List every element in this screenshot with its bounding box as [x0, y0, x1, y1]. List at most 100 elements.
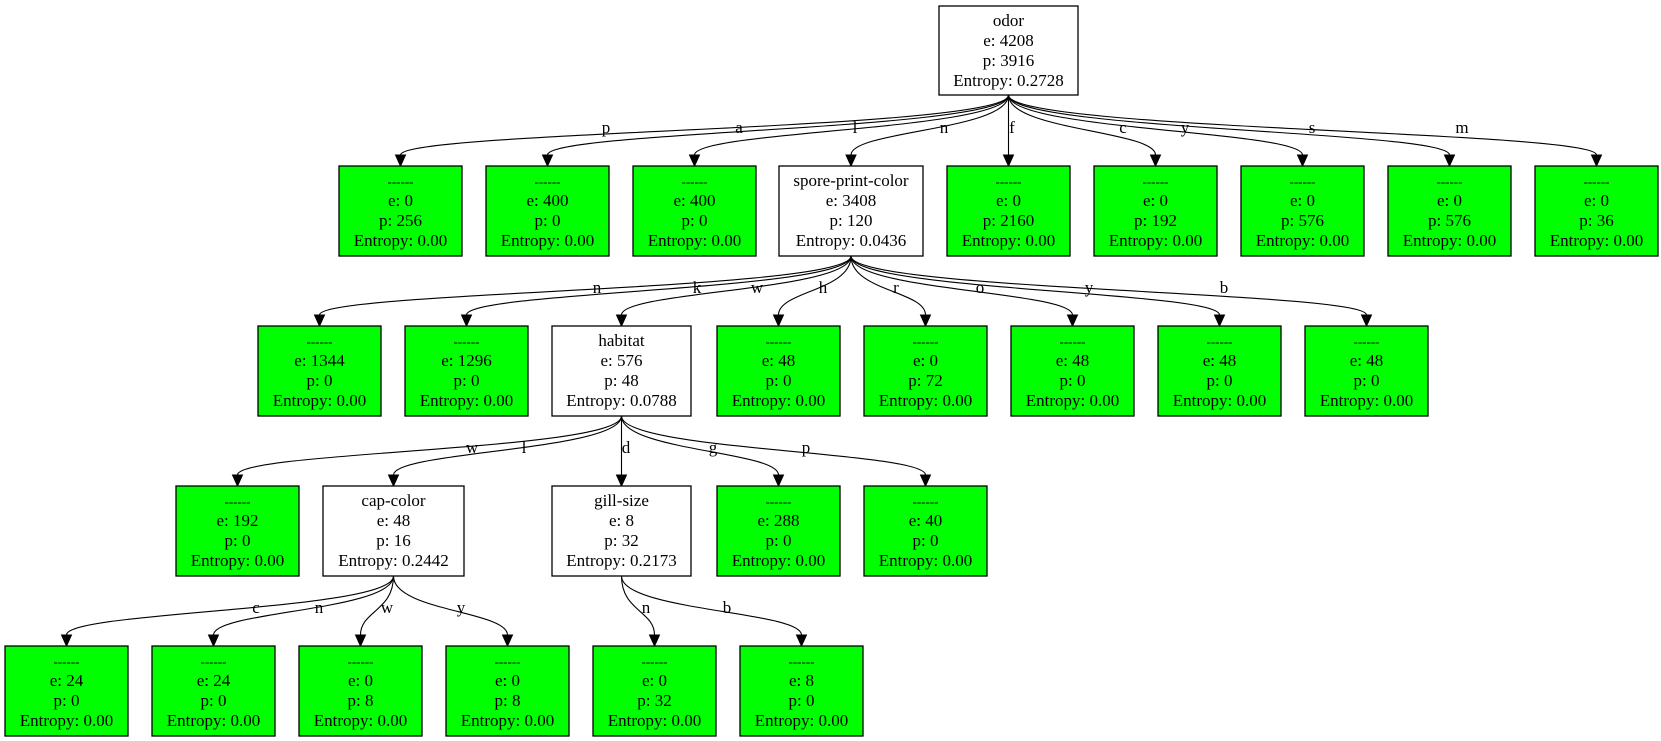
entropy-text: Entropy: 0.0436 [796, 231, 907, 250]
leaf-separator: ------ [388, 174, 414, 189]
count-text: e: 0 [1143, 191, 1168, 210]
feature-name: spore-print-color [793, 171, 909, 190]
edge-line [1007, 94, 1451, 156]
arrowhead [60, 634, 73, 648]
entropy-text: Entropy: 0.00 [354, 231, 448, 250]
edge-label: l [853, 118, 858, 137]
count-text: e: 0 [1437, 191, 1462, 210]
edge-line [392, 575, 509, 636]
count-text: e: 48 [762, 351, 796, 370]
feature-name: odor [993, 11, 1025, 30]
edge-odor-to-odor-m: m [1007, 94, 1603, 168]
count-text: p: 0 [454, 371, 480, 390]
count-text: e: 0 [996, 191, 1021, 210]
node-box [1093, 165, 1218, 257]
count-text: e: 8 [789, 671, 814, 690]
entropy-text: Entropy: 0.00 [1026, 391, 1120, 410]
node-box [863, 325, 988, 417]
edge-line [318, 255, 852, 316]
edge-label: y [1085, 278, 1094, 297]
edge-line [620, 575, 656, 636]
edge-line [620, 575, 803, 636]
count-text: p: 0 [766, 371, 792, 390]
node-box [404, 325, 529, 417]
edge-label: b [1220, 278, 1229, 297]
leaf-separator: ------ [682, 174, 708, 189]
entropy-text: Entropy: 0.00 [314, 711, 408, 730]
feature-name: gill-size [594, 491, 649, 510]
arrowhead [460, 314, 473, 328]
edge-habitat-to-habitat-w: w [231, 415, 623, 488]
edge-capcolor-to-cap-n: n [207, 575, 395, 648]
count-text: p: 72 [908, 371, 942, 390]
leaf-separator: ------ [913, 494, 939, 509]
count-text: e: 1296 [441, 351, 492, 370]
count-text: p: 192 [1134, 211, 1177, 230]
arrowhead [394, 154, 407, 168]
count-text: e: 192 [216, 511, 258, 530]
arrowhead [387, 474, 400, 488]
leaf-separator: ------ [1584, 174, 1610, 189]
count-text: e: 24 [50, 671, 84, 690]
node-box [1157, 325, 1282, 417]
count-text: e: 40 [909, 511, 943, 530]
arrowhead [313, 314, 326, 328]
edge-label: m [1455, 118, 1468, 137]
edge-habitat-to-capcolor: l [387, 415, 623, 488]
arrowhead [772, 314, 785, 328]
edge-label: o [976, 278, 985, 297]
edge-label: w [381, 598, 394, 617]
arrowhead [772, 474, 785, 488]
leaf-separator: ------ [348, 654, 374, 669]
edge-label: k [693, 278, 702, 297]
edge-gillsize-to-gill-n: n [620, 575, 661, 648]
leaf-separator: ------ [535, 174, 561, 189]
count-text: e: 0 [1290, 191, 1315, 210]
arrowhead [1360, 314, 1373, 328]
entropy-text: Entropy: 0.00 [273, 391, 367, 410]
entropy-text: Entropy: 0.2728 [953, 71, 1064, 90]
arrowhead [1296, 154, 1309, 168]
count-text: e: 400 [673, 191, 715, 210]
arrowhead [919, 474, 932, 488]
leaf-separator: ------ [996, 174, 1022, 189]
count-text: e: 400 [526, 191, 568, 210]
edge-line [777, 255, 852, 316]
count-text: p: 0 [1060, 371, 1086, 390]
count-text: e: 4208 [983, 31, 1034, 50]
edge-label: p [802, 438, 811, 457]
edge-odor-to-odor-y: y [1007, 94, 1309, 168]
entropy-text: Entropy: 0.00 [1109, 231, 1203, 250]
node-box [863, 485, 988, 577]
count-text: p: 0 [225, 531, 251, 550]
arrowhead [615, 474, 628, 488]
edge-label: n [593, 278, 602, 297]
edge-spore-to-spore-n: n [313, 255, 852, 328]
entropy-text: Entropy: 0.00 [1403, 231, 1497, 250]
entropy-text: Entropy: 0.0788 [566, 391, 677, 410]
count-text: p: 0 [535, 211, 561, 230]
entropy-text: Entropy: 0.00 [1550, 231, 1644, 250]
arrowhead [354, 634, 367, 648]
entropy-text: Entropy: 0.00 [879, 391, 973, 410]
entropy-text: Entropy: 0.00 [420, 391, 514, 410]
node-box [551, 325, 692, 417]
node-box [298, 645, 423, 737]
count-text: p: 0 [766, 531, 792, 550]
node-box [1387, 165, 1512, 257]
edge-line [850, 255, 1221, 316]
edge-label: y [1181, 118, 1190, 137]
leaf-separator: ------ [307, 334, 333, 349]
leaf-separator: ------ [1207, 334, 1233, 349]
arrowhead [541, 154, 554, 168]
leaf-separator: ------ [1143, 174, 1169, 189]
count-text: p: 0 [201, 691, 227, 710]
node-box [551, 485, 692, 577]
